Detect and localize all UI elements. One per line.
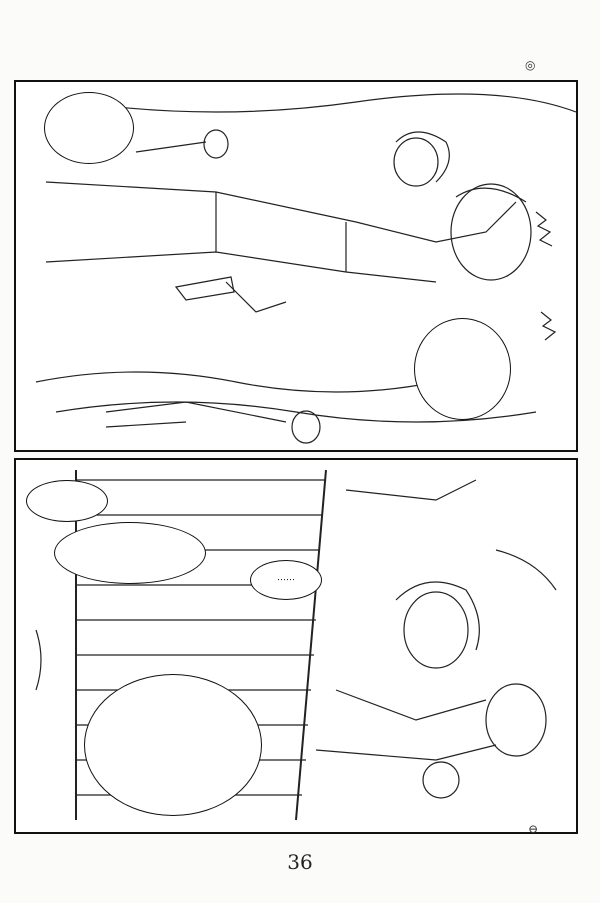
speech-bubble-bottom-4 <box>84 674 262 816</box>
speech-bubble-bottom-1 <box>26 480 108 522</box>
speech-bubble-bottom-3: …… <box>250 560 322 600</box>
corner-registration-mark-bottom: ⊖ <box>528 822 539 836</box>
speech-bubble-bottom-2 <box>54 522 206 584</box>
panel-top <box>14 80 578 452</box>
speech-bubble-top-2 <box>414 318 511 420</box>
speech-bubble-top-1 <box>44 92 134 164</box>
page-number: 36 <box>287 850 313 874</box>
panel-bottom: …… <box>14 458 578 834</box>
panel-top-artwork <box>35 93 576 444</box>
corner-registration-mark-top: ◎ <box>525 58 536 72</box>
